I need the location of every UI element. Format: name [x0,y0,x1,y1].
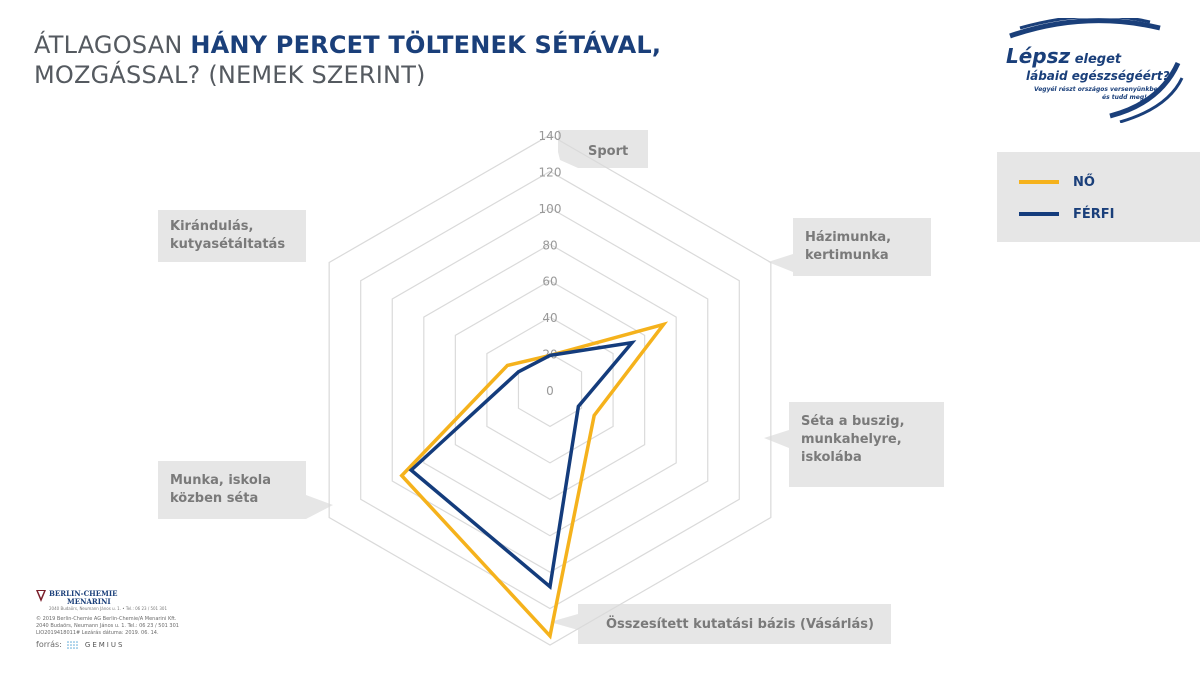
category-label-1-line-1: kertimunka [805,248,889,263]
title-second-line: MOZGÁSSAL? (NEMEK SZERINT) [34,61,426,89]
series-1-point-5 [516,370,520,374]
category-label-box-5: Kirándulás, kutyasétáltatás [158,210,333,262]
category-label-5-line-0: Kirándulás, [170,219,253,234]
category-label-bg-0 [558,130,648,168]
series-0-point-1 [662,322,666,326]
logo-swoosh-top-thin [1019,18,1151,30]
category-label-box-0: Sport [558,130,648,168]
grid-ring-140 [328,134,772,646]
address-line: 2040 Budaörs, Neumann János u. 1. Tel.: … [36,623,179,629]
source-label: forrás: [36,640,62,649]
copyright-line: © 2019 Berlin-Chemie AG Berlin-Chemie/A … [36,616,177,622]
category-label-5-line-1: kutyasétáltatás [170,237,285,252]
logo-swoosh-bottom [1109,61,1181,119]
series-0-point-2 [592,414,596,417]
logo-line3: Vegyél részt országos versenyünkben [1034,86,1162,93]
grid-ring-80 [423,243,677,537]
source-brand: GEMIUS [84,640,125,649]
lepsz-eleget-logo: Lépsz eleget lábaid egészségéért? Vegyél… [1006,18,1184,123]
berlin-chemie-logo: BERLIN-CHEMIE MENARINI 2040 Budaörs, Neu… [36,590,226,612]
category-label-2-line-0: Séta a buszig, [801,414,905,429]
category-label-box-1: Házimunka, kertimunka [768,218,931,276]
category-label-2-line-1: munkahelyre, [801,432,902,447]
category-label-0-line-0: Sport [588,144,628,159]
logo-line1: Lépsz eleget [1006,44,1122,68]
series-line-0 [399,321,669,640]
tick-label-100: 100 [539,202,562,216]
category-label-box-4: Munka, iskola közben séta [158,461,333,519]
company-small-text: 2040 Budaörs, Neumann János u. 1. • Tel.… [49,606,167,611]
series-line-1 [408,340,637,591]
grid-ring-100 [391,207,709,573]
tick-label-140: 140 [539,129,562,143]
source-line: forrás: GEMIUS [36,640,226,649]
logo-line2: lábaid egészségéért? [1026,69,1170,83]
legend-swatch-no [1019,180,1059,184]
category-label-1-line-0: Házimunka, [805,230,891,245]
legend-item-ferfi: FÉRFI [1019,204,1115,224]
category-label-4-line-1: közben séta [170,491,258,506]
grid-ring-60 [454,280,646,500]
legend-label-ferfi: FÉRFI [1073,206,1115,222]
berlin-chemie-emblem-icon [36,590,46,602]
copyright-block: © 2019 Berlin-Chemie AG Berlin-Chemie/A … [36,616,226,637]
series-0-point-4 [400,474,404,478]
tick-label-120: 120 [539,165,562,179]
page-title: ÁTLAGOSAN HÁNY PERCET TÖLTENEK SÉTÁVAL, … [34,30,661,90]
series-1-point-4 [409,468,413,472]
code-line: LIO2019418011# Lezárás dátuma: 2019. 06.… [36,630,159,636]
series-1-point-0 [548,353,552,357]
category-label-box-3: Összesített kutatási bázis (Vásárlás) [550,604,891,644]
grid-ring-120 [360,170,740,610]
category-label-bg-3 [550,604,891,644]
gemius-dots-icon [67,640,78,649]
series-1-point-2 [576,404,580,408]
category-label-2-line-2: iskolába [801,450,862,465]
category-label-bg-4 [158,461,333,519]
tick-label-60: 60 [542,275,557,289]
series-0-point-3 [548,634,552,638]
footer: BERLIN-CHEMIE MENARINI 2040 Budaörs, Neu… [36,590,226,649]
series-1-point-3 [548,585,552,589]
company-name-1: BERLIN-CHEMIE [49,589,118,598]
legend-swatch-ferfi [1019,212,1059,216]
legend-item-no: NŐ [1019,172,1095,192]
series-1-point-1 [630,341,634,345]
category-label-4-line-0: Munka, iskola [170,473,271,488]
category-label-box-2: Séta a buszig, munkahelyre, iskolába [764,402,944,487]
logo-swoosh-bottom-thin [1119,77,1184,123]
category-label-3-line-0: Összesített kutatási bázis (Vásárlás) [606,616,874,632]
grid-ring-40 [486,316,614,464]
tick-label-0: 0 [546,384,554,398]
category-label-bg-1 [768,218,931,276]
category-label-bg-5 [158,210,333,262]
title-bold-part: HÁNY PERCET TÖLTENEK SÉTÁVAL, [190,31,662,59]
legend-label-no: NŐ [1073,174,1095,190]
chart-legend: NŐ FÉRFI [997,152,1200,242]
tick-label-80: 80 [542,238,557,252]
series-0-point-5 [505,363,509,367]
category-label-bg-2 [764,402,944,487]
title-normal-part: ÁTLAGOSAN [34,31,191,59]
company-name-2: MENARINI [67,597,111,606]
tick-label-40: 40 [542,311,557,325]
logo-line4: és tudd meg! [1102,94,1147,101]
logo-swoosh-top [1009,18,1161,39]
